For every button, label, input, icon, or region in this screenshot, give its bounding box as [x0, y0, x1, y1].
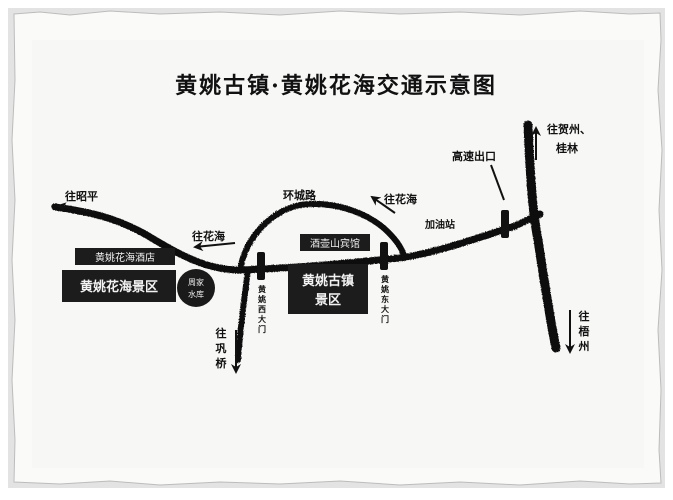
- scenic-town-label-1: 黄姚古镇: [302, 273, 354, 289]
- east-gate-marker: [380, 242, 388, 270]
- expressway-exit-pointer: [490, 164, 505, 201]
- map-title: 黄姚古镇·黄姚花海交通示意图: [175, 73, 497, 99]
- svg-text:大: 大: [258, 314, 266, 324]
- label-gongqiao-2: 巩: [216, 342, 227, 355]
- label-gas-station: 加油站: [424, 218, 455, 231]
- label-to-huahai-right: 往花海: [384, 192, 417, 206]
- label-east-gate: 黄 姚 东 大 门: [380, 274, 389, 324]
- label-wuzhou-2: 梧: [579, 324, 590, 338]
- reservoir: 周家 水库: [177, 269, 215, 307]
- hotel-jiutaishan: 酒壶山宾馆: [300, 234, 370, 251]
- west-gate-marker: [257, 252, 265, 280]
- svg-text:大: 大: [381, 304, 389, 314]
- gate-markers: [257, 210, 509, 280]
- hotel-huahai-label: 黄姚花海酒店: [95, 251, 155, 264]
- label-ring-road: 环城路: [283, 188, 317, 202]
- road-network: [51, 120, 561, 363]
- label-west-gate: 黄 姚 西 大 门: [257, 284, 266, 334]
- direction-arrows: [56, 126, 575, 374]
- svg-text:西: 西: [258, 304, 266, 314]
- label-wuzhou-1: 往: [579, 309, 590, 323]
- label-to-guilin: 桂林: [555, 141, 578, 155]
- svg-text:门: 门: [381, 314, 389, 324]
- main-road-west: [51, 203, 544, 274]
- arrow-to-huahai-left: [193, 241, 236, 252]
- scenic-huahai: 黄姚花海景区: [62, 270, 176, 302]
- label-gongqiao-1: 往: [216, 326, 227, 340]
- expressway: [523, 120, 561, 353]
- expressway-exit-marker: [501, 210, 509, 238]
- label-to-huahai-left: 往花海: [192, 229, 225, 243]
- hotel-huahai: 黄姚花海酒店: [75, 248, 175, 265]
- reservoir-label-2: 水库: [188, 289, 204, 299]
- arrow-to-zhaoping: [56, 202, 96, 213]
- scenic-ancient-town: 黄姚古镇 景区: [288, 264, 368, 314]
- svg-text:东: 东: [381, 294, 389, 304]
- road-to-gongqiao: [235, 267, 251, 363]
- label-gongqiao-3: 桥: [216, 356, 228, 370]
- ring-road: [237, 201, 407, 273]
- map-labels: 往昭平 往花海 环城路 往花海 加油站 高速出口 往贺州、 桂林 往 梧 州 往…: [65, 122, 591, 370]
- scenic-huahai-label: 黄姚花海景区: [80, 279, 158, 295]
- svg-text:黄: 黄: [258, 284, 266, 294]
- svg-text:姚: 姚: [380, 284, 389, 294]
- svg-text:黄: 黄: [381, 274, 389, 284]
- scenic-town-label-2: 景区: [315, 293, 341, 308]
- label-to-zhaoping: 往昭平: [65, 189, 98, 203]
- label-wuzhou-3: 州: [578, 340, 590, 353]
- arrow-to-huahai-right: [370, 195, 396, 214]
- reservoir-label-1: 周家: [188, 277, 204, 287]
- label-to-hezhou: 往贺州、: [547, 122, 591, 136]
- svg-text:姚: 姚: [257, 294, 266, 304]
- label-expressway-exit: 高速出口: [452, 149, 496, 163]
- svg-text:门: 门: [258, 324, 266, 334]
- hotel-jiutaishan-label: 酒壶山宾馆: [310, 237, 360, 250]
